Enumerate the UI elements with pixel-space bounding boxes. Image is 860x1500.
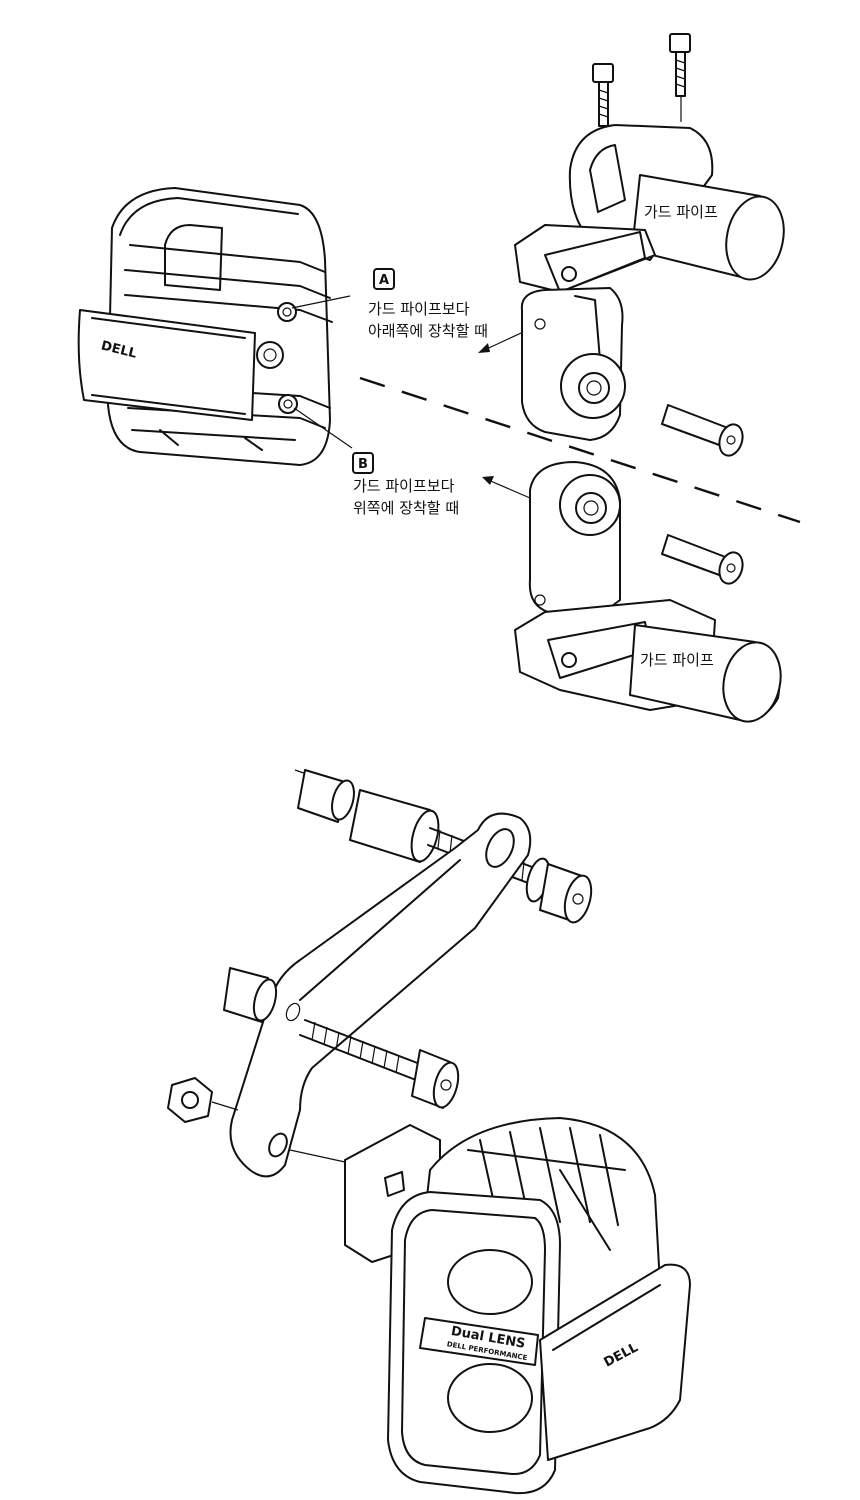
bracket-assembly-b: 가드 파이프 [514,461,782,723]
option-a-line2: 아래쪽에 장착할 때 [368,322,488,340]
spacer-2 [349,789,440,863]
leader-line-b [293,407,353,449]
svg-text:B: B [358,457,368,472]
bottom-exploded-view: Dual LENS DELL PERFORMANCE DELL [167,769,691,1495]
center-boss [256,341,284,369]
option-separator [359,376,801,524]
option-b-line1: 가드 파이프보다 [353,477,455,495]
bracket-assembly-a: 가드 파이프 [514,33,785,457]
cap-screw-3 [539,863,593,924]
threaded-rod-2 [299,1019,421,1081]
cap-screw-1 [592,63,614,170]
guard-pipe-top-label: 가드 파이프 [644,203,718,221]
mount-hole-a [277,302,297,322]
option-b-line2: 위쪽에 장착할 때 [353,499,459,517]
lamp-strap-front [539,1263,691,1461]
lens-badge [419,1317,539,1366]
spacer-1 [297,769,355,823]
badge-b: B [352,452,374,474]
guard-pipe-top [631,174,785,281]
guard-pipe-bottom [629,624,782,723]
badge-a: A [373,268,395,290]
option-a-line1: 가드 파이프보다 [368,300,470,318]
arrow-b [485,478,531,499]
upper-lens [447,1249,533,1315]
lamp-front-view: Dual LENS DELL PERFORMANCE DELL [344,1117,691,1495]
lamp-strap [77,309,256,421]
hex-nut [167,1077,213,1123]
spacer-3 [223,967,278,1023]
cap-screw-4 [411,1049,460,1109]
pivot-pin-a [661,404,744,457]
lamp-rear-view: DELL [77,187,333,466]
lower-lens [447,1363,533,1433]
svg-text:A: A [379,273,389,288]
cap-screw-2 [669,33,691,122]
mount-hole-b [278,394,298,414]
guard-pipe-bottom-label: 가드 파이프 [640,651,714,669]
leader-line-a [291,295,351,309]
pivot-pin-b [661,534,744,585]
